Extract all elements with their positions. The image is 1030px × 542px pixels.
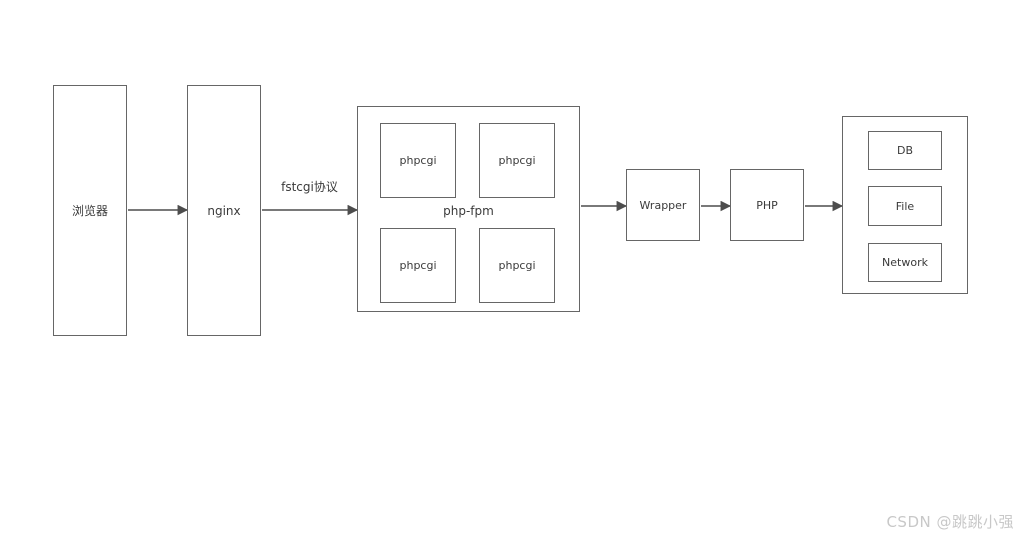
csdn-watermark: CSDN @跳跳小强 (886, 513, 1014, 531)
node-wrapper-label: Wrapper (639, 198, 687, 212)
node-phpcgi-worker-1-label: phpcgi (399, 154, 437, 167)
node-php-label: PHP (756, 198, 778, 212)
node-phpcgi-worker-3-label: phpcgi (399, 259, 437, 272)
node-nginx-label: nginx (207, 203, 241, 218)
node-phpcgi-worker-1: phpcgi (380, 123, 456, 198)
node-phpcgi-worker-4-label: phpcgi (498, 259, 536, 272)
node-phpfpm-label: php-fpm (443, 204, 494, 218)
node-resource-file-label: File (895, 199, 915, 213)
node-phpcgi-worker-3: phpcgi (380, 228, 456, 303)
node-phpcgi-worker-2-label: phpcgi (498, 154, 536, 167)
node-wrapper: Wrapper (626, 169, 700, 241)
node-phpcgi-worker-2: phpcgi (479, 123, 555, 198)
node-resource-db: DB (868, 131, 942, 170)
node-resource-network: Network (868, 243, 942, 282)
node-resource-db-label: DB (896, 144, 914, 157)
node-browser-label: 浏览器 (71, 204, 108, 218)
node-resource-file: File (868, 186, 942, 226)
node-resource-network-label: Network (882, 256, 928, 269)
node-php: PHP (730, 169, 804, 241)
node-nginx: nginx (187, 85, 261, 336)
node-phpcgi-worker-4: phpcgi (479, 228, 555, 303)
edge-label-fstcgi: fstcgi协议 (281, 180, 338, 194)
node-browser: 浏览器 (53, 85, 127, 336)
